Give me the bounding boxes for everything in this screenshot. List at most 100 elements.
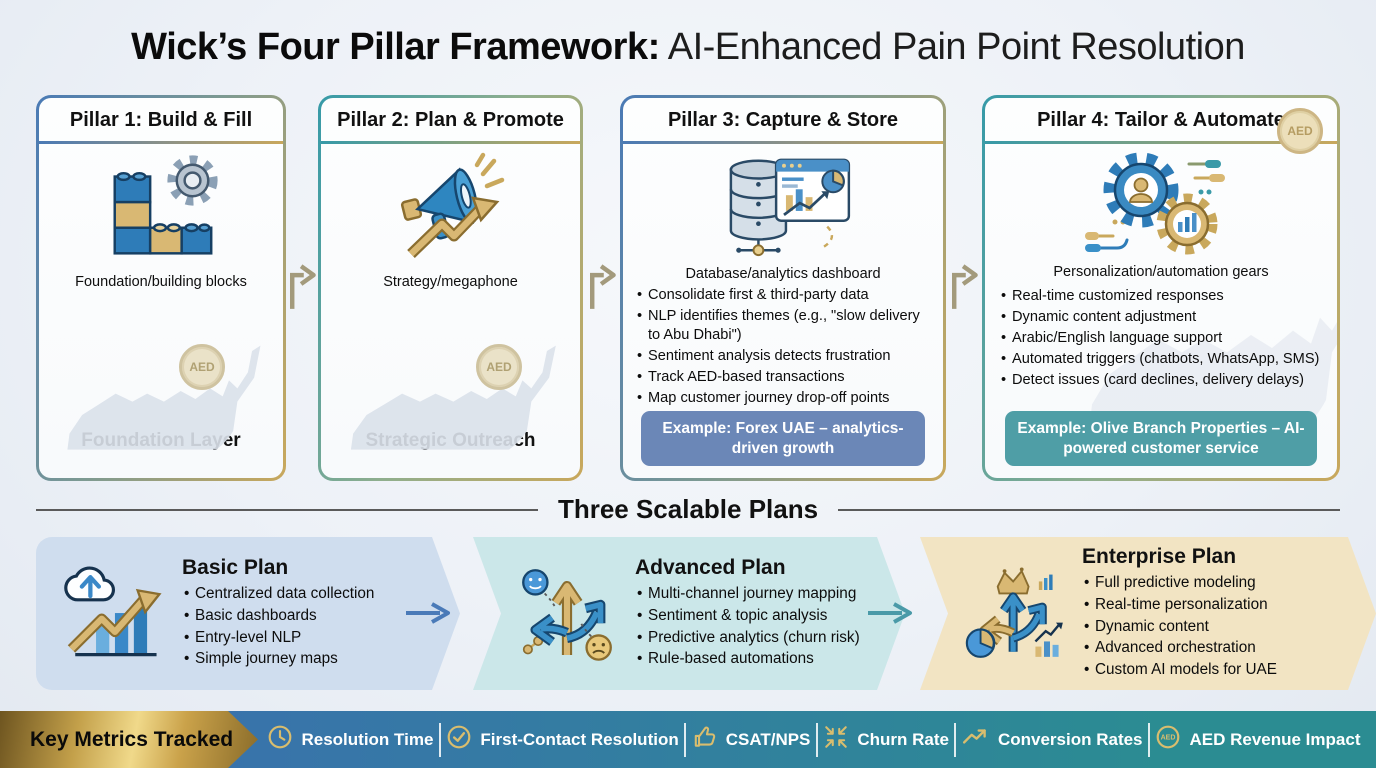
metric-conversion-rates: Conversion Rates	[962, 724, 1143, 755]
advanced-plan-title: Advanced Plan	[635, 555, 786, 579]
heading-rule-right	[838, 508, 1341, 511]
metric-aed-revenue-impact: AED AED Revenue Impact	[1155, 724, 1360, 755]
metric-label: CSAT/NPS	[725, 729, 811, 749]
bullet-item: Custom AI models for UAE	[1082, 660, 1277, 680]
metric-label: Resolution Time	[301, 729, 434, 749]
bullet-item: Simple journey maps	[182, 649, 374, 669]
pillar-3-header: Pillar 3: Capture & Store	[623, 98, 943, 144]
title-bold: Wick’s Four Pillar Framework:	[131, 26, 660, 68]
bullet-item: Entry-level NLP	[182, 628, 374, 648]
bullet-item: Dynamic content adjustment	[999, 308, 1323, 327]
pillar-2-card: Pillar 2: Plan & Promote	[318, 95, 583, 481]
pillar-flow-arrow-1	[286, 95, 318, 481]
key-metrics-bar: Key Metrics Tracked Resolution Time Firs…	[0, 711, 1376, 768]
pillar-3-bullets: Consolidate first & third-party data NLP…	[635, 286, 931, 410]
enterprise-plan-title: Enterprise Plan	[1082, 544, 1237, 568]
trend-arrow-icon	[962, 724, 990, 755]
database-dashboard-icon	[708, 148, 858, 264]
plan-flow-arrow-1	[404, 600, 456, 631]
pillar-4-bullets: Real-time customized responses Dynamic c…	[999, 287, 1323, 392]
bullet-item: Predictive analytics (churn risk)	[635, 628, 860, 648]
bullet-item: Real-time personalization	[1082, 595, 1277, 615]
metric-churn-rate: Churn Rate	[823, 724, 949, 755]
bullet-item: Rule-based automations	[635, 649, 860, 669]
metric-divider	[954, 722, 957, 757]
building-blocks-gear-icon	[97, 150, 225, 272]
bullet-item: Automated triggers (chatbots, WhatsApp, …	[999, 350, 1323, 369]
pillar-2-header: Pillar 2: Plan & Promote	[321, 98, 580, 144]
metric-divider	[815, 722, 818, 757]
aed-coin-watermark: AED	[476, 344, 522, 390]
bullet-item: Sentiment analysis detects frustration	[635, 347, 931, 366]
cloud-growth-chart-icon	[60, 556, 168, 672]
pillar-flow-arrow-3	[946, 95, 982, 481]
plans-section-heading: Three Scalable Plans	[36, 494, 1341, 525]
pillar-4-caption: Personalization/automation gears	[1053, 264, 1269, 280]
advanced-plan-banner: Advanced Plan Multi-channel journey mapp…	[473, 537, 905, 690]
pillars-row: Pillar 1: Build & Fill	[36, 95, 1340, 481]
basic-plan-title: Basic Plan	[182, 555, 289, 579]
pillar-3-card: Pillar 3: Capture & Store	[620, 95, 946, 481]
bullet-item: Consolidate first & third-party data	[635, 286, 931, 305]
pillar-4-card: Pillar 4: Tailor & Automate AED	[982, 95, 1340, 481]
check-circle-icon	[446, 724, 472, 755]
bullet-item: Map customer journey drop-off points	[635, 389, 931, 408]
bullet-item: Dynamic content	[1082, 617, 1277, 637]
pillar-flow-arrow-2	[583, 95, 620, 481]
page-title: Wick’s Four Pillar Framework:AI-Enhanced…	[0, 26, 1376, 69]
bullet-item: Arabic/English language support	[999, 329, 1323, 348]
metric-label: AED Revenue Impact	[1189, 729, 1361, 749]
metric-csat-nps: CSAT/NPS	[692, 724, 811, 755]
metric-divider	[438, 722, 441, 757]
bullet-item: Sentiment & topic analysis	[635, 606, 860, 626]
heading-rule-left	[36, 508, 538, 511]
branching-arrows-sentiment-icon	[513, 555, 621, 673]
automation-gears-icon	[1077, 148, 1245, 262]
uae-map-watermark	[59, 319, 269, 478]
metric-label: Conversion Rates	[997, 729, 1143, 749]
metric-label: First-Contact Resolution	[480, 729, 679, 749]
pillar-1-card: Pillar 1: Build & Fill	[36, 95, 286, 481]
metric-label: Churn Rate	[857, 729, 949, 749]
uae-map-watermark	[342, 319, 565, 478]
advanced-plan-bullets: Multi-channel journey mapping Sentiment …	[635, 584, 860, 670]
basic-plan-bullets: Centralized data collection Basic dashbo…	[182, 584, 374, 670]
bullet-item: Advanced orchestration	[1082, 638, 1277, 658]
bullet-item: Basic dashboards	[182, 606, 374, 626]
metric-divider	[684, 722, 687, 757]
metric-divider	[1148, 722, 1150, 757]
title-regular: AI-Enhanced Pain Point Resolution	[667, 26, 1246, 68]
enterprise-plan-banner: Enterprise Plan Full predictive modeling…	[920, 537, 1376, 690]
bullet-item: Detect issues (card declines, delivery d…	[999, 371, 1323, 390]
metrics-list: Resolution Time First-Contact Resolution…	[258, 722, 1376, 757]
bullet-item: Track AED-based transactions	[635, 368, 931, 387]
bullet-item: NLP identifies themes (e.g., "slow deliv…	[635, 307, 931, 345]
clock-icon	[267, 724, 293, 755]
bullet-item: Real-time customized responses	[999, 287, 1323, 306]
key-metrics-chevron: Key Metrics Tracked	[0, 711, 258, 768]
enterprise-plan-bullets: Full predictive modeling Real-time perso…	[1082, 573, 1277, 680]
pillar-4-example-badge: Example: Olive Branch Properties – AI-po…	[1005, 411, 1317, 466]
metric-first-contact-resolution: First-Contact Resolution	[446, 724, 679, 755]
pillar-3-caption: Database/analytics dashboard	[685, 266, 881, 282]
pillar-1-header: Pillar 1: Build & Fill	[39, 98, 283, 144]
pillar-3-example-badge: Example: Forex UAE – analytics-driven gr…	[640, 411, 926, 466]
aed-coin-badge: AED	[1277, 108, 1323, 154]
metric-resolution-time: Resolution Time	[267, 724, 433, 755]
pillar-1-caption: Foundation/building blocks	[75, 274, 247, 290]
plans-heading-text: Three Scalable Plans	[557, 494, 819, 524]
svg-text:AED: AED	[1161, 735, 1176, 742]
crown-arrows-analytics-icon	[960, 555, 1068, 673]
megaphone-growth-icon	[385, 150, 517, 272]
bullet-item: Full predictive modeling	[1082, 573, 1277, 593]
key-metrics-label: Key Metrics Tracked	[30, 727, 234, 751]
aed-coin-icon: AED	[1155, 724, 1181, 755]
basic-plan-banner: Basic Plan Centralized data collection B…	[36, 537, 460, 690]
bullet-item: Centralized data collection	[182, 584, 374, 604]
thumbs-up-icon	[692, 724, 718, 755]
pillar-2-caption: Strategy/megaphone	[383, 274, 518, 290]
churn-arrows-icon	[823, 724, 849, 755]
bullet-item: Multi-channel journey mapping	[635, 584, 860, 604]
plan-flow-arrow-2	[866, 600, 918, 631]
aed-coin-watermark: AED	[179, 344, 225, 390]
